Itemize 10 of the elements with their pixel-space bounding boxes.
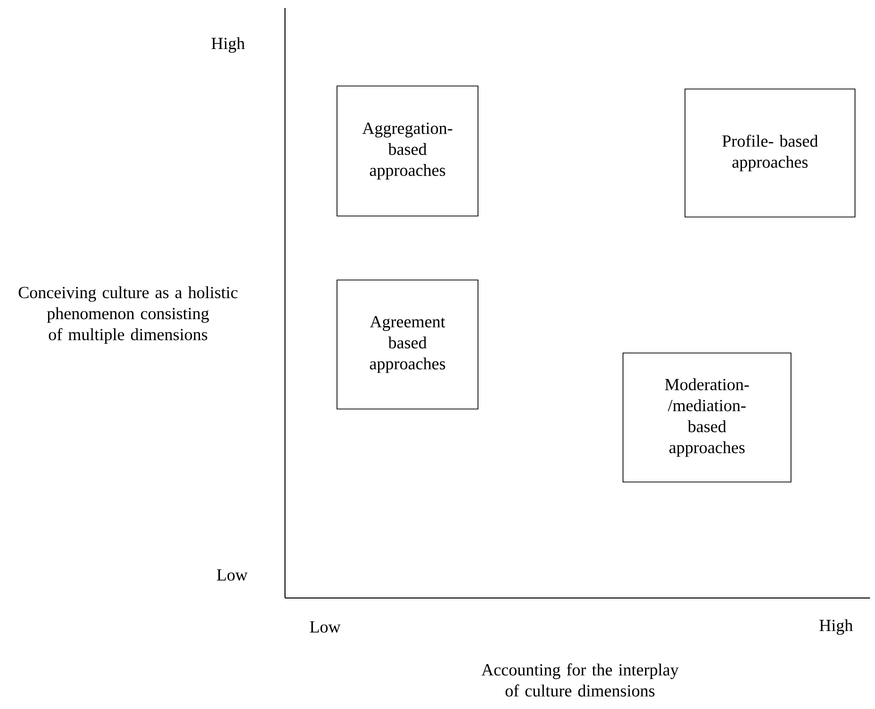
axis-title: Conceiving culture as a holistic phenomenon consisting of multiple dimensions (18, 286, 238, 344)
axis-tick-label: Low (310, 621, 341, 633)
approach-box: Agreement based approaches (336, 280, 478, 410)
approach-box: Moderation- /mediation- based approaches (622, 352, 792, 482)
axis-title: Accounting for the interplay of culture dimensions (482, 663, 679, 697)
approach-box: Aggregation- based approaches (336, 86, 478, 216)
axis-tick-label: High (820, 619, 853, 635)
axis-tick-label: Low (216, 569, 248, 581)
axis-tick-label: High (212, 37, 245, 53)
approach-box: Profile- based approaches (684, 88, 856, 218)
